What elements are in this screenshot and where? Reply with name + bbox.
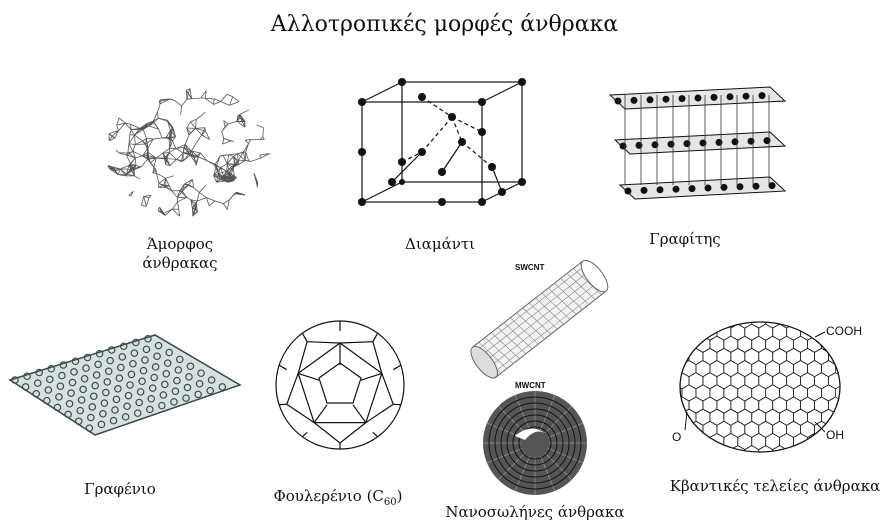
caption-amorphous: Άμορφος άνθρακας xyxy=(120,235,240,273)
label-cooh: COOH xyxy=(826,324,862,338)
caption-quantum-dots: Κβαντικές τελείες άνθρακα xyxy=(660,477,889,496)
label-o: O xyxy=(672,430,681,444)
caption-fullerene-text: Φουλερένιο (C xyxy=(273,487,383,505)
fullerene-c60-figure xyxy=(270,315,410,455)
amorphous-carbon-figure xyxy=(98,82,278,222)
swcnt-tube-figure xyxy=(466,268,606,378)
caption-nanotubes: Νανοσωλήνες άνθρακα xyxy=(440,503,630,522)
caption-amorphous-line2: άνθρακας xyxy=(120,254,240,273)
caption-fullerene: Φουλερένιο (C60) xyxy=(258,487,418,510)
caption-fullerene-close: ) xyxy=(397,487,403,505)
graphite-layers-figure xyxy=(600,60,790,210)
diagram-title: Αλλοτροπικές μορφές άνθρακα xyxy=(0,12,889,37)
caption-amorphous-line1: Άμορφος xyxy=(120,235,240,254)
mwcnt-tube-figure xyxy=(470,388,600,498)
caption-diamond: Διαμάντι xyxy=(380,235,500,254)
caption-graphene: Γραφένιο xyxy=(60,480,180,499)
diamond-lattice-figure xyxy=(352,72,552,212)
graphene-sheet-figure xyxy=(5,325,245,445)
caption-fullerene-subscript: 60 xyxy=(384,497,397,508)
caption-graphite: Γραφίτης xyxy=(625,230,745,249)
label-oh: OH xyxy=(826,428,844,442)
